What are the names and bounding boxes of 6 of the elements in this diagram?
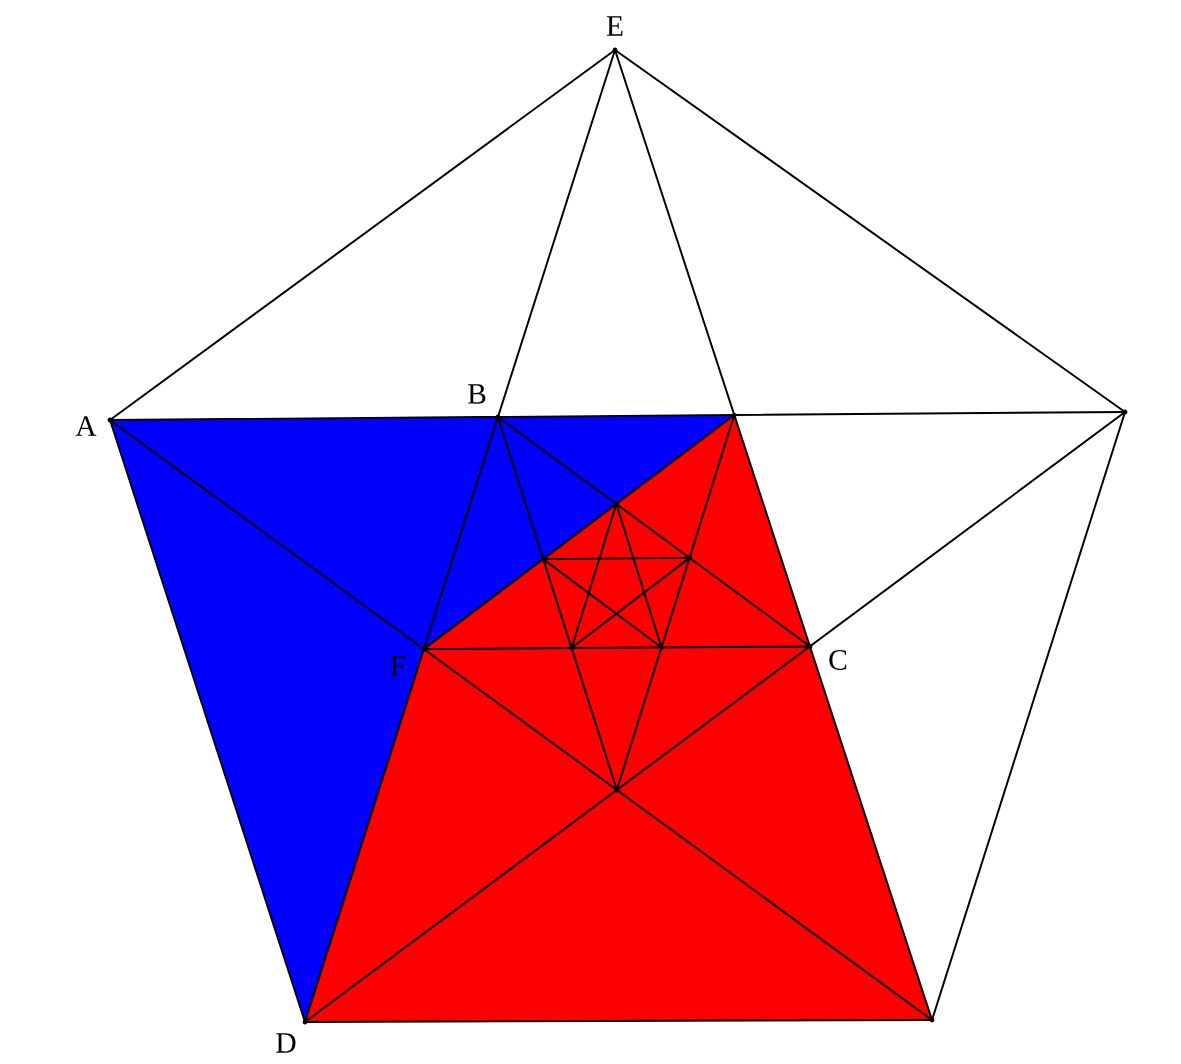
point-label: A <box>75 416 97 436</box>
point-label: D <box>276 1033 296 1053</box>
point-label: F <box>390 656 406 676</box>
point-label: C <box>829 650 847 670</box>
point-label: E <box>606 16 623 36</box>
point-label: B <box>468 384 486 404</box>
